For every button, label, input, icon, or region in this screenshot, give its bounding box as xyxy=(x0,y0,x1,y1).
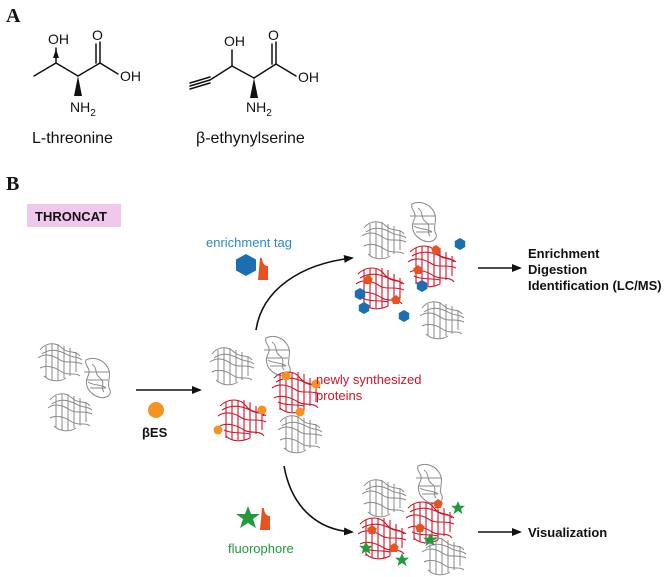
visualization-label: Visualization xyxy=(528,525,607,540)
enrichment-arrow xyxy=(255,254,354,331)
panel-a-label: A xyxy=(6,5,21,27)
initial-proteome xyxy=(37,343,111,432)
threonine-oh: OH xyxy=(48,31,69,47)
ethynylserine-structure: OH O OH NH2 xyxy=(189,27,319,119)
enrichment-tag-reagent xyxy=(236,254,268,280)
step-enrichment: Enrichment xyxy=(528,246,600,261)
threonine-structure: OH O OH NH2 xyxy=(33,27,141,119)
newly-synthesized-label-1: newly synthesized xyxy=(316,372,422,387)
step-identification: Identification (LC/MS) xyxy=(528,278,662,293)
threonine-amine: NH2 xyxy=(70,99,96,119)
step-digestion: Digestion xyxy=(528,262,587,277)
newly-synthesized-label-2: proteins xyxy=(316,388,363,403)
ethynylserine-acid-oh: OH xyxy=(298,69,319,85)
bes-dot xyxy=(148,402,164,418)
labeled-proteome xyxy=(209,335,323,454)
enrichment-tag-label: enrichment tag xyxy=(206,235,292,250)
ethynylserine-amine: NH2 xyxy=(246,99,272,119)
fluorophore-label: fluorophore xyxy=(228,541,294,556)
threonine-acid-oh: OH xyxy=(120,68,141,84)
fluorophore-arrow xyxy=(283,465,354,536)
panel-b-label: B xyxy=(6,173,19,195)
fluorophore-reagent xyxy=(236,506,270,530)
threonine-name: L-threonine xyxy=(32,130,113,147)
ethynylserine-oh: OH xyxy=(224,33,245,49)
method-badge-text: THRONCAT xyxy=(35,209,107,224)
ethynylserine-carbonyl-o: O xyxy=(268,27,279,43)
bes-label: βES xyxy=(142,425,168,440)
visualized-proteome xyxy=(357,463,467,576)
threonine-carbonyl-o: O xyxy=(92,27,103,43)
enriched-proteome xyxy=(354,201,466,340)
ethynylserine-name: β-ethynylserine xyxy=(196,130,305,147)
method-badge xyxy=(27,204,121,227)
